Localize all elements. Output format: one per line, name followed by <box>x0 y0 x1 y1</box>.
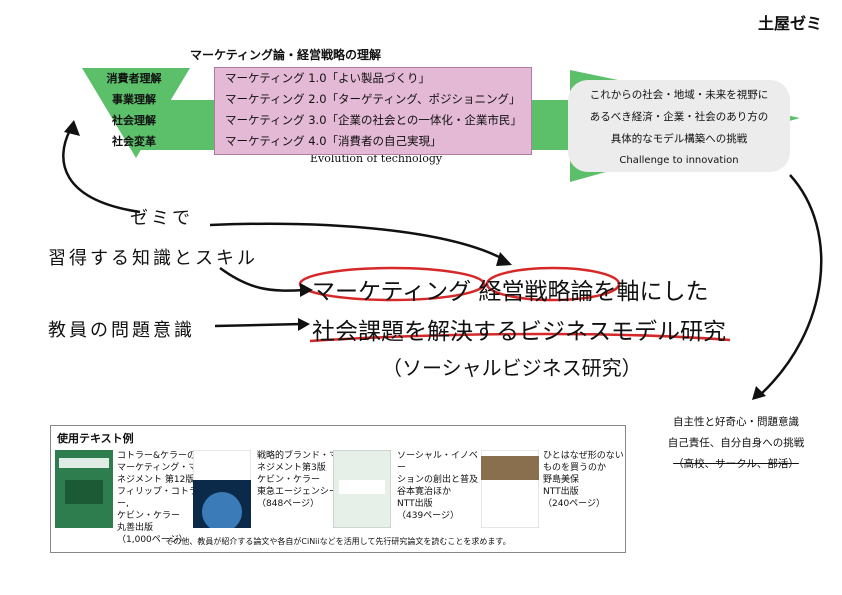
marketing-2-0: マーケティング 2.0「ターゲティング、ポジショニング」 <box>225 92 521 106</box>
skills-label: 習得する知識とスキル <box>48 248 258 269</box>
research-theme-line-3: （ソーシャルビジネス研究） <box>382 356 642 380</box>
zemi-arrowhead <box>496 252 512 266</box>
goal-arrow <box>759 174 823 396</box>
book-cover-4 <box>481 450 539 528</box>
faculty-label: 教員の問題意識 <box>48 320 195 341</box>
textbook-panel-title: 使用テキスト例 <box>57 432 134 445</box>
zemi-arrow <box>209 222 506 262</box>
skill-arrowhead <box>300 283 313 297</box>
research-theme-line-1: マーケティング 経営戦略論を軸にした <box>312 279 709 305</box>
goal-line-3: 具体的なモデル構築への挑戦 <box>610 133 748 145</box>
goal-arrowhead <box>752 386 766 400</box>
goal-box: これからの社会・地域・未来を視野に あるべき経済・企業・社会のあり方の 具体的な… <box>568 80 790 172</box>
goal-challenge: Challenge to innovation <box>619 155 739 166</box>
stage-society: 社会理解 <box>112 114 156 127</box>
loop-arrowhead <box>64 120 80 136</box>
attitude-line-2: 自己責任、自分自身への挑戦 <box>667 437 805 449</box>
book-cover-1 <box>55 450 113 528</box>
textbook-panel: 使用テキスト例 コトラー&ケラーのマーケティング・マネジメント 第12版フィリッ… <box>50 425 626 553</box>
skill-arrow <box>219 266 306 292</box>
faculty-arrowhead <box>298 318 310 331</box>
marketing-1-0: マーケティング 1.0「よい製品づくり」 <box>225 71 431 85</box>
stage-transformation: 社会変革 <box>112 135 156 148</box>
goal-line-1: これからの社会・地域・未来を視野に <box>589 89 769 101</box>
textbook-note: その他、教員が紹介する論文や各自がCiNiiなどを活用して先行研究論文を読むこと… <box>165 537 511 546</box>
attitude-line-3: （高校、サークル、部活） <box>673 458 799 470</box>
stage-business: 事業理解 <box>112 93 156 106</box>
strategy-circle <box>485 266 621 302</box>
seminar-name: 土屋ゼミ <box>757 14 822 33</box>
attitude-line-1: 自主性と好奇心・問題意識 <box>673 416 799 428</box>
marketing-3-0: マーケティング 3.0「企業の社会との一体化・企業市民」 <box>225 113 522 127</box>
attitude-block: 自主性と好奇心・問題意識 自己責任、自分自身への挑戦 （高校、サークル、部活） <box>646 412 826 475</box>
marketing-version-box: マーケティング 1.0「よい製品づくり」 マーケティング 2.0「ターゲティング… <box>214 67 532 155</box>
book-cover-2 <box>193 450 251 528</box>
stage-list: 消費者理解 事業理解 社会理解 社会変革 <box>92 68 176 152</box>
marketing-4-0: マーケティング 4.0「消費者の自己実現」 <box>225 134 442 148</box>
book-info-1: コトラー&ケラーのマーケティング・マネジメント 第12版フィリップ・コトラー,ケ… <box>117 451 198 545</box>
research-theme-line-2: 社会課題を解決するビジネスモデル研究 <box>312 319 726 345</box>
book-cover-3 <box>333 450 391 528</box>
diagram-title: マーケティング論・経営戦略の理解 <box>190 48 382 62</box>
evolution-label: Evolution of technology <box>310 152 443 165</box>
book-info-2: 戦略的ブランド・マネジメント第3版ケビン・ケラー東急エージェンシー（848ページ… <box>257 451 339 509</box>
zemi-label: ゼミで <box>130 208 193 229</box>
faculty-arrow <box>214 322 303 328</box>
underline-swoosh <box>309 332 731 343</box>
goal-line-2: あるべき経済・企業・社会のあり方の <box>589 111 769 123</box>
stage-consumer: 消費者理解 <box>106 72 162 85</box>
loop-arrow <box>62 129 141 214</box>
